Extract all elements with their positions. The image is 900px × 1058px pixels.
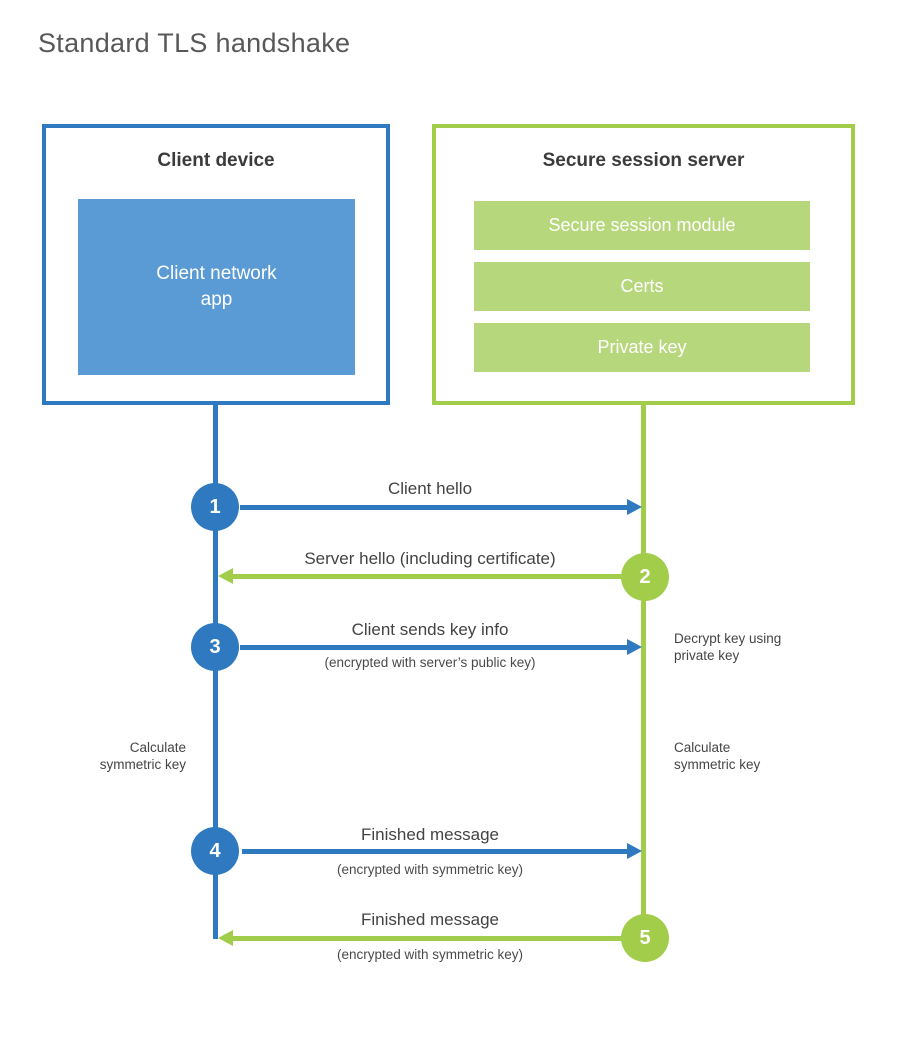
step-circle-1: 1 bbox=[191, 483, 239, 531]
note-decrypt-line1: Decrypt key using bbox=[674, 631, 782, 646]
message-label-server-hello: Server hello (including certificate) bbox=[304, 549, 556, 568]
arrow-finished-message-client bbox=[242, 843, 642, 859]
server-lifeline bbox=[641, 405, 646, 938]
client-lifeline bbox=[213, 405, 218, 939]
step-circle-4: 4 bbox=[191, 827, 239, 875]
message-label-finished-client: Finished message bbox=[361, 825, 499, 844]
step-circle-5: 5 bbox=[621, 914, 669, 962]
note-decrypt-line2: private key bbox=[674, 648, 740, 664]
client-device-title: Client device bbox=[157, 150, 275, 171]
note-decrypt-key: Decrypt key using private key bbox=[674, 630, 834, 665]
secure-session-server-title: Secure session server bbox=[542, 150, 745, 171]
step-circle-2: 2 bbox=[621, 553, 669, 601]
note-calc-left-line1: Calculate bbox=[129, 740, 186, 755]
arrow-client-hello bbox=[240, 499, 642, 515]
note-calc-right-line1: Calculate bbox=[674, 740, 731, 755]
server-module-secure-session-module: Secure session module bbox=[474, 201, 810, 250]
message-label-finished-server: Finished message bbox=[361, 910, 499, 929]
message-label-client-sends-key: Client sends key info bbox=[351, 620, 509, 639]
step-circle-3: 3 bbox=[191, 623, 239, 671]
message-label-client-hello: Client hello bbox=[387, 479, 473, 498]
note-calc-left-line2: symmetric key bbox=[99, 757, 186, 773]
arrow-client-sends-key-info bbox=[240, 639, 642, 655]
message-sublabel-finished-server: (encrypted with symmetric key) bbox=[336, 947, 524, 962]
arrow-server-hello bbox=[218, 568, 623, 584]
arrow-finished-message-server bbox=[218, 930, 623, 946]
server-module-certs: Certs bbox=[474, 262, 810, 311]
client-network-app-box: Client network app bbox=[78, 199, 355, 375]
message-sublabel-client-sends-key: (encrypted with server’s public key) bbox=[324, 655, 536, 670]
message-sublabel-finished-client: (encrypted with symmetric key) bbox=[336, 862, 524, 877]
client-app-label-line1: Client network bbox=[156, 262, 277, 284]
note-calc-right-line2: symmetric key bbox=[674, 757, 761, 773]
server-module-private-key: Private key bbox=[474, 323, 810, 372]
client-app-label-line2: app bbox=[200, 289, 233, 310]
diagram-title: Standard TLS handshake bbox=[38, 28, 351, 58]
note-calculate-symmetric-key-client: Calculate symmetric key bbox=[36, 739, 186, 774]
note-calculate-symmetric-key-server: Calculate symmetric key bbox=[674, 739, 824, 774]
